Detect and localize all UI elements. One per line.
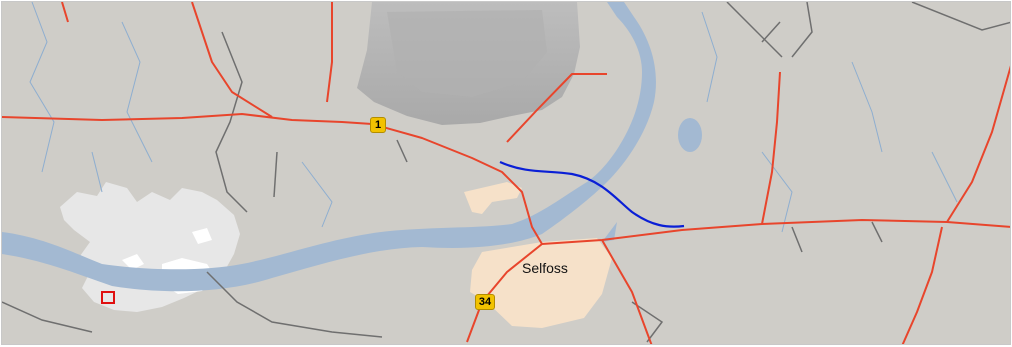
blue-route[interactable] <box>499 160 685 228</box>
urban-area-north <box>464 182 522 214</box>
route-1-shield: 1 <box>370 117 386 133</box>
minor-roads <box>2 2 1010 343</box>
route-34-shield: 34 <box>475 294 495 310</box>
river-olfusa <box>2 2 656 292</box>
location-marker <box>101 291 115 304</box>
pond <box>602 222 617 242</box>
lake <box>678 118 702 152</box>
streams <box>29 2 958 233</box>
selfoss-urban-area <box>470 238 612 328</box>
town-label-selfoss: Selfoss <box>522 260 568 276</box>
mountain-shade <box>387 10 547 97</box>
